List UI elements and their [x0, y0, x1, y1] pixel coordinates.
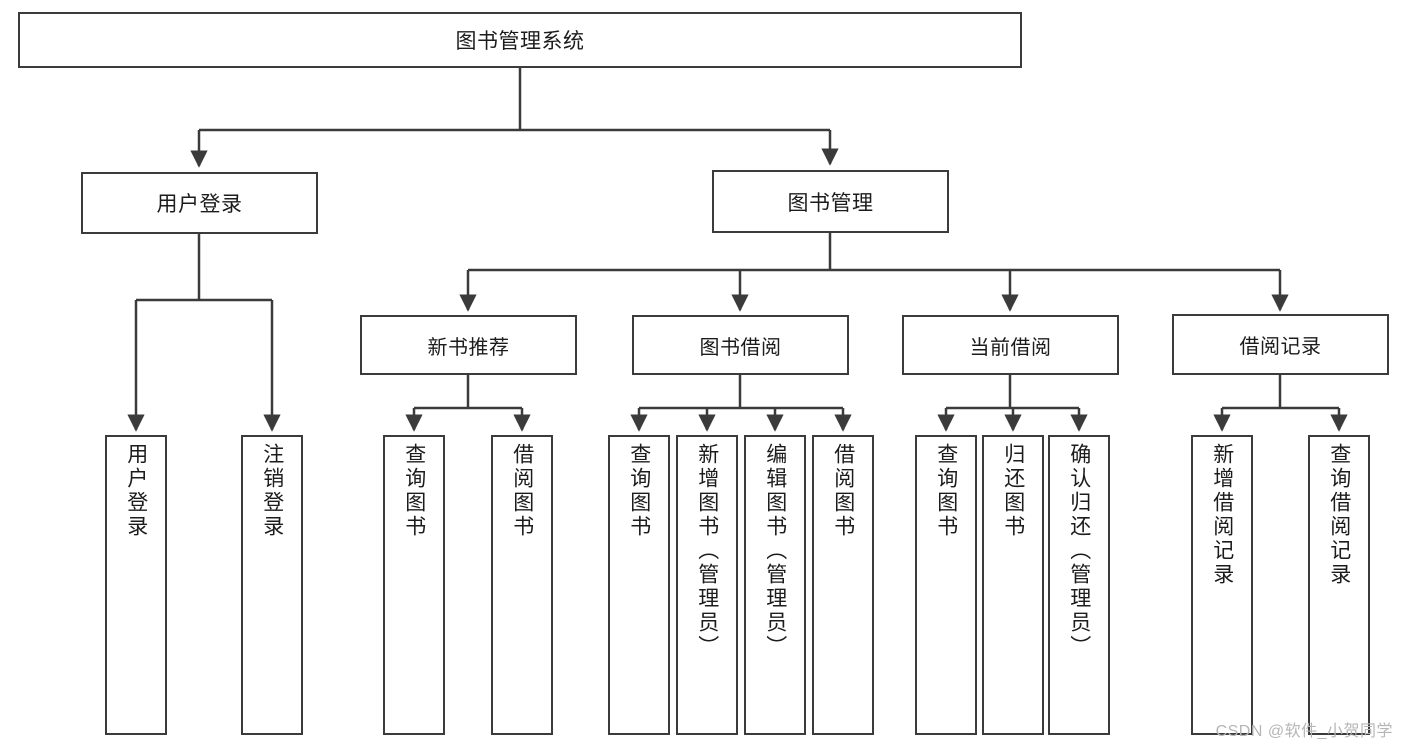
leaf-current-borrow-return-label: 归还图书: [1001, 443, 1025, 539]
node-root-system[interactable]: 图书管理系统: [18, 12, 1022, 68]
node-book-management-label: 图书管理: [787, 191, 874, 215]
leaf-book-borrow-borrow[interactable]: 借阅图书: [812, 435, 874, 735]
leaf-borrow-record-add-label: 新增借阅记录: [1210, 443, 1234, 587]
csdn-watermark: CSDN @软件_小贺同学: [1215, 723, 1393, 740]
node-book-management[interactable]: 图书管理: [712, 170, 949, 233]
node-borrow-record-label: 借阅记录: [1239, 336, 1322, 358]
node-book-borrow-label: 图书借阅: [699, 336, 782, 359]
leaf-book-borrow-edit-label: 编辑图书（管理员）: [763, 443, 787, 659]
leaf-book-borrow-add[interactable]: 新增图书（管理员）: [676, 435, 738, 735]
leaf-user-login-logout-label: 注销登录: [260, 443, 284, 539]
node-borrow-record[interactable]: 借阅记录: [1172, 314, 1389, 375]
leaf-borrow-record-add[interactable]: 新增借阅记录: [1191, 435, 1253, 735]
leaf-book-borrow-query[interactable]: 查询图书: [608, 435, 670, 735]
leaf-user-login-login-label: 用户登录: [124, 443, 148, 539]
leaf-book-borrow-edit[interactable]: 编辑图书（管理员）: [744, 435, 806, 735]
node-new-book-recommend-label: 新书推荐: [427, 336, 510, 359]
node-new-book-recommend[interactable]: 新书推荐: [360, 315, 577, 375]
node-current-borrow[interactable]: 当前借阅: [902, 315, 1119, 375]
leaf-new-book-borrow-label: 借阅图书: [510, 443, 534, 539]
leaf-book-borrow-borrow-label: 借阅图书: [831, 443, 855, 539]
leaf-current-borrow-query-label: 查询图书: [934, 443, 958, 539]
node-root-system-label: 图书管理系统: [455, 30, 585, 53]
leaf-borrow-record-query[interactable]: 查询借阅记录: [1308, 435, 1370, 735]
leaf-current-borrow-query[interactable]: 查询图书: [915, 435, 977, 735]
leaf-book-borrow-query-label: 查询图书: [627, 443, 651, 539]
leaf-new-book-query-label: 查询图书: [402, 443, 426, 539]
leaf-new-book-query[interactable]: 查询图书: [383, 435, 445, 735]
leaf-current-borrow-confirm-label: 确认归还（管理员）: [1067, 443, 1091, 659]
node-user-login-label: 用户登录: [156, 193, 243, 216]
leaf-borrow-record-query-label: 查询借阅记录: [1327, 443, 1351, 587]
node-current-borrow-label: 当前借阅: [969, 336, 1052, 359]
leaf-user-login-login[interactable]: 用户登录: [105, 435, 167, 735]
leaf-new-book-borrow[interactable]: 借阅图书: [491, 435, 553, 735]
leaf-user-login-logout[interactable]: 注销登录: [241, 435, 303, 735]
leaf-current-borrow-return[interactable]: 归还图书: [982, 435, 1044, 735]
leaf-current-borrow-confirm[interactable]: 确认归还（管理员）: [1048, 435, 1110, 735]
node-user-login[interactable]: 用户登录: [81, 172, 318, 234]
leaf-book-borrow-add-label: 新增图书（管理员）: [695, 443, 719, 659]
node-book-borrow[interactable]: 图书借阅: [632, 315, 849, 375]
